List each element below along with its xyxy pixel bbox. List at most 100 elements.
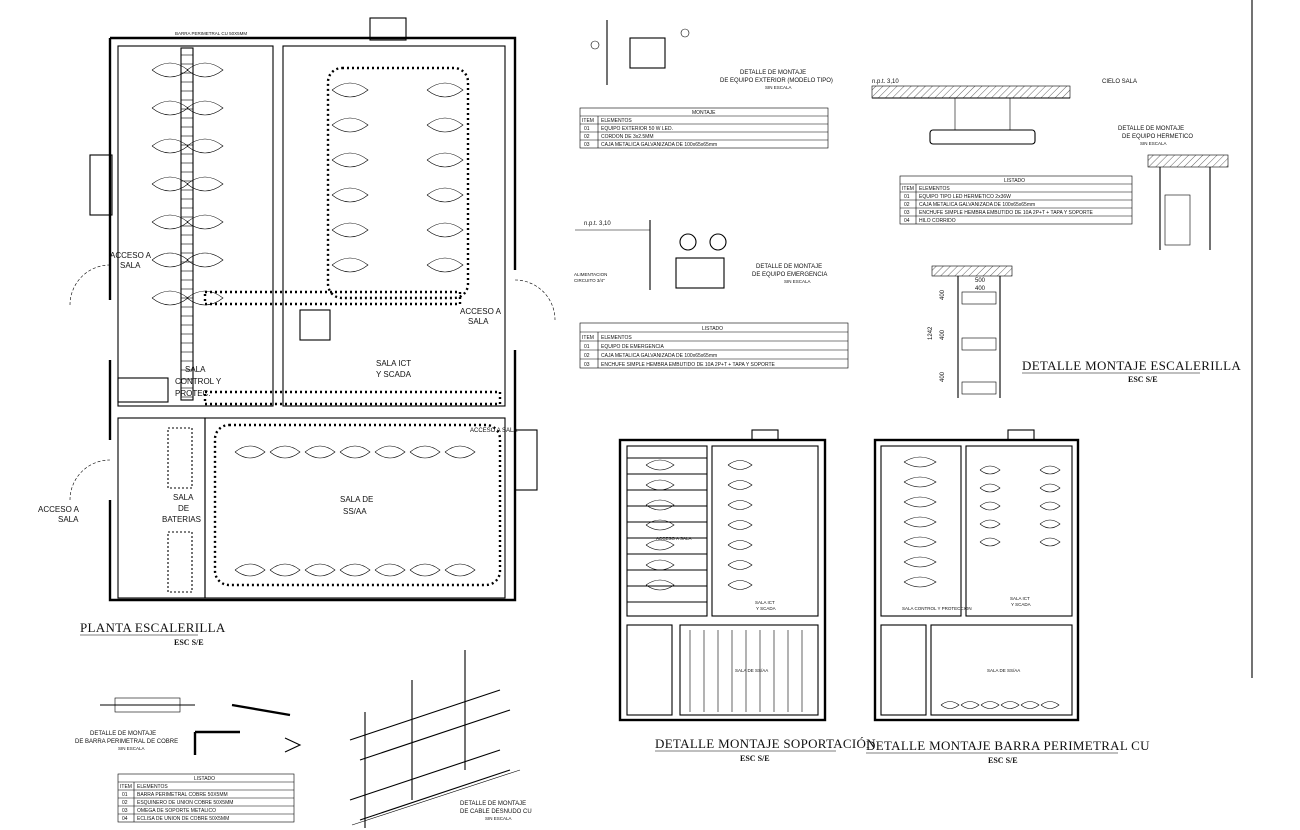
- luminaire: [903, 536, 937, 548]
- exterior-title-2: DE EQUIPO EXTERIOR (MODELO TIPO): [720, 78, 833, 84]
- table-frame: [579, 107, 829, 149]
- sop-left-room: [626, 445, 708, 617]
- outer-walls: [108, 36, 517, 602]
- luminaire: [979, 483, 1001, 493]
- luminaire: [1000, 701, 1020, 709]
- luminaire: [979, 501, 1001, 511]
- luminaire: [903, 516, 937, 528]
- luminaire: [374, 445, 406, 459]
- table-header-cell: ELEMENTOS: [919, 186, 950, 192]
- cable-title-1: DETALLE DE MONTAJE: [460, 801, 526, 807]
- main-floor-plan: BARRA PERIMETRAL CU 50X5MM ACCESO: [38, 17, 556, 647]
- table-cell: 01: [122, 792, 128, 798]
- left-window: [89, 154, 113, 216]
- luminaire: [1020, 701, 1040, 709]
- emergencia-npt: n.p.t. 3,10: [584, 221, 611, 227]
- luminaire: [1039, 519, 1061, 529]
- table-cell: 02: [584, 134, 590, 140]
- mini-plan-barra: SALA ICT Y SCADA SALA DE SS/AA SALA CONT…: [866, 429, 1150, 765]
- luminaire: [903, 456, 937, 468]
- luminaire: [186, 290, 224, 306]
- luminaire: [151, 62, 189, 78]
- door-arc-2: [514, 279, 556, 321]
- hermetico-side-hatch: [1147, 154, 1229, 168]
- escalerilla-title: DETALLE MONTAJE ESCALERILLA: [1022, 358, 1241, 373]
- table-cell: EQUIPO TIPO LED HERMETICO 2x36W: [919, 194, 1011, 200]
- hermetico-title-1: DETALLE DE MONTAJE: [1118, 126, 1184, 132]
- table-cell: ENCHUFE SIMPLE HEMBRA EMBUTIDO DE 10A 2P…: [919, 210, 1094, 216]
- cobre-support: [114, 697, 181, 713]
- acceso-label-1b: SALA: [120, 261, 141, 270]
- acceso-label-1: ACCESO A: [110, 251, 152, 260]
- sop-outer: [618, 438, 827, 722]
- luminaire: [331, 82, 369, 98]
- luminaire: [151, 138, 189, 154]
- sop-ssaa-label: SALA DE SS/AA: [735, 668, 768, 673]
- detalle-equipo-emergencia: n.p.t. 3,10 ALIMENTACION CIRCUITO 3/4" D…: [574, 220, 849, 369]
- cobre-title-1: DETALLE DE MONTAJE: [90, 731, 156, 737]
- table-cell: 01: [584, 126, 590, 132]
- luminaire: [645, 459, 675, 471]
- table-frame: [579, 322, 849, 369]
- detalle-equipo-hermetico: n.p.t. 3,10 CIELO SALA DETALLE DE MONTAJ…: [871, 79, 1229, 250]
- emergencia-title-1: DETALLE DE MONTAJE: [756, 264, 822, 270]
- luminaire: [727, 540, 753, 550]
- emergencia-lamp-2: [709, 233, 727, 251]
- luminaire: [426, 152, 464, 168]
- luminaire: [426, 222, 464, 238]
- soportacion-scale: ESC S/E: [740, 754, 770, 763]
- luminaire: [269, 445, 301, 459]
- dim-400b: 400: [940, 329, 946, 340]
- top-equipment-box: [369, 17, 407, 41]
- luminaire: [331, 222, 369, 238]
- table-header-cell: ITEM: [120, 784, 132, 790]
- baterias-label-3: BATERIAS: [162, 515, 201, 524]
- table-header-cell: ELEMENTOS: [601, 118, 632, 124]
- detalle-equipo-exterior: DETALLE DE MONTAJE DE EQUIPO EXTERIOR (M…: [579, 20, 833, 149]
- luminaire: [444, 563, 476, 577]
- luminaire: [151, 214, 189, 230]
- dim-400c: 400: [940, 371, 946, 382]
- luminaire: [426, 117, 464, 133]
- ssaa-label-2: SS/AA: [343, 507, 367, 516]
- acceso-label-3: ACCESO A: [38, 505, 80, 514]
- dim-500: 500: [975, 278, 986, 284]
- luminaire: [151, 100, 189, 116]
- luminaire: [426, 257, 464, 273]
- emergencia-lamp-1: [679, 233, 697, 251]
- barra-battery-room: [880, 624, 927, 716]
- cable-tray-loop-ssaa: [213, 423, 502, 587]
- luminaire: [960, 701, 980, 709]
- luminaire: [727, 460, 753, 470]
- cobre-title-2: DE BARRA PERIMETRAL DE COBRE: [75, 739, 178, 745]
- cable-tray-horizontal-2: [203, 390, 502, 406]
- table-cell: CAJA METALICA GALVANIZADA DE 100x65x65mm: [919, 202, 1035, 208]
- table-cell: 04: [122, 816, 128, 822]
- dim-1242: 1242: [928, 326, 934, 340]
- table-cell: EQUIPO DE EMERGENCIA: [601, 344, 664, 350]
- luminaire: [186, 176, 224, 192]
- table-cell: 02: [584, 353, 590, 359]
- emergencia-alim-1: ALIMENTACION: [574, 272, 607, 277]
- luminaire: [1039, 465, 1061, 475]
- tray-left-body: [180, 47, 194, 401]
- control-label-3: PROTEC.: [175, 389, 211, 398]
- acceso-right-label: ACCESO A SALA: [470, 428, 517, 434]
- hermetico-cielo: CIELO SALA: [1102, 79, 1137, 85]
- cable-tray-horizontal-1: [203, 290, 462, 306]
- door-arc-1: [69, 264, 111, 306]
- barra-ssaa-label: SALA DE SS/AA: [987, 668, 1020, 673]
- table-title: LISTADO: [1004, 178, 1025, 184]
- hermetico-npt: n.p.t. 3,10: [872, 79, 899, 85]
- luminaire: [1039, 537, 1061, 547]
- table-cell: 03: [584, 362, 590, 368]
- luminaire: [980, 701, 1000, 709]
- barra-outer: [873, 438, 1080, 722]
- acceso-label-3b: SALA: [58, 515, 79, 524]
- table-cell: HILO CORRIDO: [919, 218, 956, 224]
- control-desk: [117, 377, 169, 403]
